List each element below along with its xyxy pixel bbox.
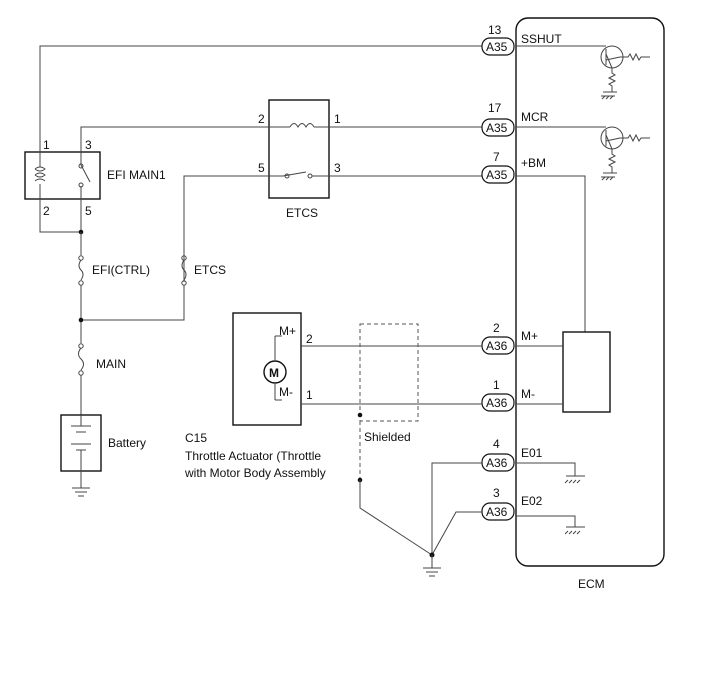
connector-sshut-id: A35 bbox=[486, 40, 508, 54]
etcs-pin-2: 2 bbox=[258, 112, 265, 126]
efi-main1-label: EFI MAIN1 bbox=[107, 168, 166, 182]
battery bbox=[60, 414, 102, 497]
pin-name-mcr: MCR bbox=[521, 110, 549, 124]
wire-bm-internal bbox=[516, 175, 586, 332]
pin-num-sshut: 13 bbox=[488, 23, 502, 37]
connector-mplus: A36 bbox=[481, 336, 515, 355]
fuse-main bbox=[78, 343, 84, 376]
pin-num-bm: 7 bbox=[493, 150, 500, 164]
junction-main bbox=[78, 317, 84, 323]
fuse-efi-ctrl bbox=[78, 255, 84, 286]
ecm-label: ECM bbox=[578, 577, 605, 591]
fuse-efi-ctrl-label: EFI(CTRL) bbox=[92, 263, 150, 277]
fuse-etcs bbox=[181, 255, 187, 286]
pin-num-mplus: 2 bbox=[493, 321, 500, 335]
efi-main1-pin-1: 1 bbox=[43, 138, 50, 152]
pin-num-e02: 3 bbox=[493, 486, 500, 500]
actuator-code: C15 bbox=[185, 431, 207, 445]
actuator-name-line1: Throttle Actuator (Throttle bbox=[185, 449, 321, 463]
pin-name-bm: +BM bbox=[521, 156, 546, 170]
wire-e02 bbox=[431, 511, 482, 556]
pin-num-mcr: 17 bbox=[488, 101, 502, 115]
connector-mcr-id: A35 bbox=[486, 121, 508, 135]
etcs-pin-5: 5 bbox=[258, 161, 265, 175]
pin-name-e01: E01 bbox=[521, 446, 543, 460]
wire-e02-internal bbox=[516, 515, 585, 535]
wire-bm bbox=[183, 175, 482, 282]
fuse-main-label: MAIN bbox=[96, 357, 126, 371]
connector-bm-id: A35 bbox=[486, 168, 508, 182]
connector-mminus: A36 bbox=[481, 393, 515, 412]
ecm-box bbox=[515, 17, 665, 567]
shield-junction-top bbox=[357, 412, 363, 418]
etcs-relay: ETCS 2 1 5 3 bbox=[258, 99, 341, 220]
connector-sshut: A35 bbox=[481, 37, 515, 56]
actuator-pin-plus-label: M+ bbox=[279, 324, 296, 338]
etcs-pin-1: 1 bbox=[334, 112, 341, 126]
actuator-pin-plus-num: 2 bbox=[306, 332, 313, 346]
wire-sshut bbox=[39, 45, 482, 152]
connector-e02: A36 bbox=[481, 502, 515, 521]
wire-etcs-fuse-bottom bbox=[81, 285, 185, 321]
wire-efi-main1-bottom bbox=[39, 199, 82, 233]
pin-num-e01: 4 bbox=[493, 437, 500, 451]
efi-main1-pin-3: 3 bbox=[85, 138, 92, 152]
pin-name-sshut: SSHUT bbox=[521, 32, 562, 46]
shield-outline bbox=[359, 323, 419, 422]
fuse-etcs-label: ETCS bbox=[194, 263, 226, 277]
connector-e01: A36 bbox=[481, 453, 515, 472]
pin-num-mminus: 1 bbox=[493, 378, 500, 392]
connector-e02-id: A36 bbox=[486, 505, 508, 519]
shield-label: Shielded bbox=[364, 430, 411, 444]
efi-main1-relay: EFI MAIN1 1 3 2 5 bbox=[24, 138, 166, 218]
battery-label: Battery bbox=[108, 436, 146, 450]
etcs-pin-3: 3 bbox=[334, 161, 341, 175]
wire-e01-internal bbox=[516, 462, 585, 484]
efi-main1-pin-2: 2 bbox=[43, 204, 50, 218]
connector-bm: A35 bbox=[481, 165, 515, 184]
pin-name-mminus: M- bbox=[521, 387, 535, 401]
efi-main1-pin-5: 5 bbox=[85, 204, 92, 218]
transistor-mcr bbox=[600, 126, 650, 181]
motor-symbol: M bbox=[269, 366, 279, 380]
actuator-pin-minus-num: 1 bbox=[306, 388, 313, 402]
actuator-name-line2: with Motor Body Assembly bbox=[184, 466, 326, 480]
ground-symbol bbox=[423, 555, 441, 577]
connector-e01-id: A36 bbox=[486, 456, 508, 470]
wire-e01 bbox=[431, 462, 482, 555]
actuator-pin-minus-label: M- bbox=[279, 385, 293, 399]
etcs-relay-label: ETCS bbox=[286, 206, 318, 220]
motor-driver-block bbox=[562, 331, 611, 413]
pin-name-e02: E02 bbox=[521, 494, 543, 508]
wire-mcr bbox=[80, 126, 482, 152]
throttle-actuator: M M+ M- bbox=[232, 312, 302, 426]
connector-mplus-id: A36 bbox=[486, 339, 508, 353]
wire-shield-drain bbox=[359, 480, 433, 556]
pin-name-mplus: M+ bbox=[521, 329, 538, 343]
connector-mminus-id: A36 bbox=[486, 396, 508, 410]
connector-mcr: A35 bbox=[481, 118, 515, 137]
transistor-sshut bbox=[600, 45, 650, 100]
